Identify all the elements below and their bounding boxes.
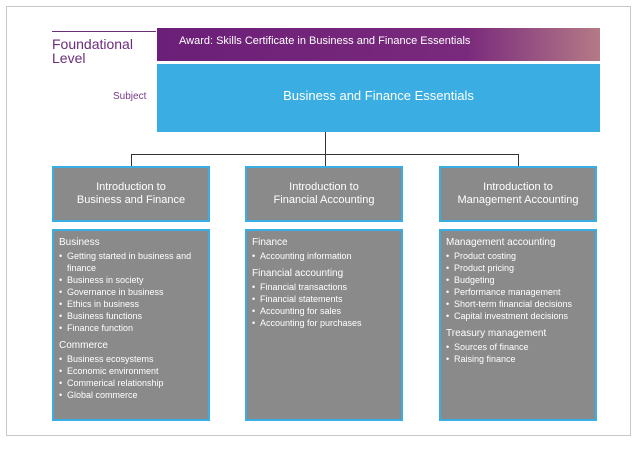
topic-list: Getting started in business and finance …: [59, 250, 202, 334]
section-title: Commerce: [59, 340, 108, 351]
connector-right: [518, 154, 519, 166]
level-label: Foundational Level: [52, 37, 133, 65]
section-title: Financial accounting: [252, 268, 344, 279]
connector-middle: [325, 154, 326, 166]
topic-item: Product pricing: [446, 262, 589, 274]
award-banner: Award: Skills Certificate in Business an…: [157, 28, 600, 61]
topic-item: Capital investment decisions: [446, 310, 589, 322]
content-section: Finance Accounting information: [252, 237, 395, 262]
topic-item: Ethics in business: [59, 298, 202, 310]
content-section: Financial accounting Financial transacti…: [252, 268, 395, 329]
content-section: Treasury management Sources of finance R…: [446, 328, 589, 365]
level-line-2: Level: [52, 50, 86, 66]
unit-1-line-2: Business and Finance: [76, 194, 186, 206]
topic-item: Financial transactions: [252, 281, 395, 293]
content-section: Management accounting Product costing Pr…: [446, 237, 589, 322]
topic-list: Business ecosystems Economic environment…: [59, 353, 202, 401]
topic-item: Business in society: [59, 274, 202, 286]
level-line-1: Foundational: [52, 36, 133, 52]
topic-item: Governance in business: [59, 286, 202, 298]
topic-list: Accounting information: [252, 250, 395, 262]
unit-3-line-2: Management Accounting: [457, 194, 579, 206]
topic-item: Finance function: [59, 322, 202, 334]
section-title: Business: [59, 237, 100, 248]
level-rule: [52, 31, 156, 32]
topic-item: Budgeting: [446, 274, 589, 286]
topic-item: Accounting information: [252, 250, 395, 262]
content-box-1: Business Getting started in business and…: [52, 229, 210, 421]
connector-bar: [131, 154, 518, 155]
unit-2-line-1: Introduction to: [289, 181, 359, 193]
content-box-2: Finance Accounting information Financial…: [245, 229, 403, 421]
content-section: Commerce Business ecosystems Economic en…: [59, 340, 202, 401]
topic-item: Getting started in business and finance: [59, 250, 202, 274]
topic-item: Economic environment: [59, 365, 202, 377]
content-section: Business Getting started in business and…: [59, 237, 202, 334]
content-box-3: Management accounting Product costing Pr…: [439, 229, 597, 421]
topic-item: Performance management: [446, 286, 589, 298]
topic-item: Raising finance: [446, 353, 589, 365]
unit-1-line-1: Introduction to: [96, 181, 166, 193]
topic-item: Accounting for purchases: [252, 317, 395, 329]
section-title: Finance: [252, 237, 288, 248]
topic-item: Business ecosystems: [59, 353, 202, 365]
connector-trunk: [325, 132, 326, 154]
unit-3-line-1: Introduction to: [483, 181, 553, 193]
unit-2-line-2: Financial Accounting: [273, 194, 375, 206]
topic-list: Sources of finance Raising finance: [446, 341, 589, 365]
connector-left: [131, 154, 132, 166]
subject-box: Business and Finance Essentials: [157, 64, 600, 132]
section-title: Treasury management: [446, 328, 547, 339]
topic-item: Sources of finance: [446, 341, 589, 353]
topic-item: Business functions: [59, 310, 202, 322]
topic-item: Product costing: [446, 250, 589, 262]
topic-list: Product costing Product pricing Budgetin…: [446, 250, 589, 322]
topic-item: Financial statements: [252, 293, 395, 305]
topic-item: Global commerce: [59, 389, 202, 401]
topic-item: Accounting for sales: [252, 305, 395, 317]
section-title: Management accounting: [446, 237, 556, 248]
topic-item: Commerical relationship: [59, 377, 202, 389]
topic-list: Financial transactions Financial stateme…: [252, 281, 395, 329]
subject-label: Subject: [113, 91, 147, 102]
topic-item: Short-term financial decisions: [446, 298, 589, 310]
